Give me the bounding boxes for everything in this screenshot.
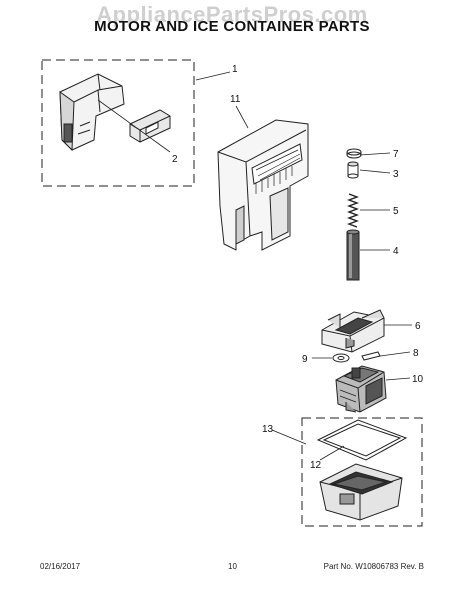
assembly-13-group-box [301,417,423,527]
callout-labels: 1 2 3 4 5 6 7 8 9 10 11 12 13 [172,64,424,471]
part-4-shaft-drawing [346,229,360,281]
part-13-tray-drawing [319,463,403,521]
part-5-spring-drawing [347,193,359,228]
watermark: AppliancePartsPros.com [96,2,368,27]
callout-1: 1 [232,64,238,75]
assembly-1-group-box [41,59,195,187]
callout-3: 3 [393,169,399,180]
callout-13: 13 [262,424,274,435]
callout-5: 5 [393,206,399,217]
footer-date: 02/16/2017 [40,562,81,571]
part-9-washer-drawing [332,353,350,363]
part-7-ring-drawing [346,148,362,159]
part-3-spacer-drawing [347,161,359,179]
callout-10: 10 [412,374,424,385]
footer-page-number: 10 [228,562,237,571]
part-11-housing-drawing [217,119,309,251]
callout-7: 7 [393,149,399,160]
callout-11: 11 [230,94,241,105]
callout-6: 6 [415,321,421,332]
callout-4: 4 [393,246,399,257]
page-title: MOTOR AND ICE CONTAINER PARTS [94,18,370,35]
callout-8: 8 [413,348,419,359]
part-10-motor-drawing [335,365,387,413]
callout-9: 9 [302,354,308,365]
part-1-bracket-drawing [59,73,125,152]
footer-part-number: Part No. W10806783 Rev. B [323,562,424,571]
callout-12: 12 [310,460,322,471]
callout-2: 2 [172,154,178,165]
part-6-cover-drawing [321,309,385,353]
part-12-lid-gasket-drawing [316,419,408,461]
part-8-gasket-drawing [361,351,381,361]
leader-lines [97,71,412,461]
